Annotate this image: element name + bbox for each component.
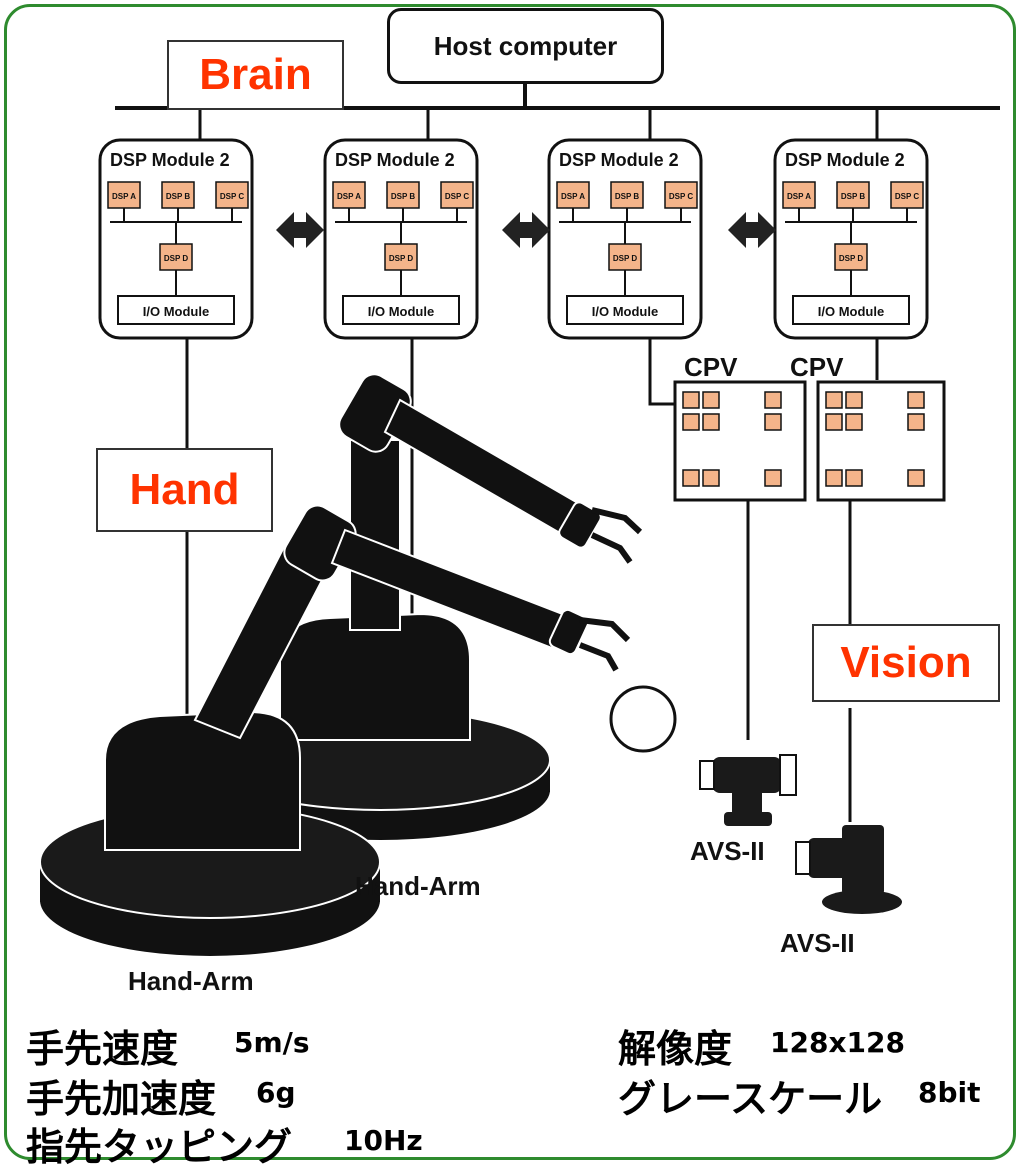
- spec-hand-accel: 手先加速度 6g: [26, 1068, 296, 1123]
- outer-frame: [4, 4, 1016, 1160]
- ball: [609, 685, 677, 753]
- dsp-chip-a: [107, 181, 141, 209]
- dsp-chip-label: DSP C: [895, 192, 920, 201]
- dsp-chip-c: [215, 181, 249, 209]
- io-module-box: [792, 295, 910, 325]
- vision-label: Vision: [812, 624, 1000, 702]
- spec-resolution-value: 128x128: [770, 1026, 905, 1059]
- wire-cpv-1: [648, 338, 675, 406]
- spec-resolution-label: 解像度: [618, 1027, 733, 1071]
- io-module-box: [342, 295, 460, 325]
- camera-1: [699, 754, 797, 826]
- dsp-chip-label: DSP A: [337, 192, 361, 201]
- link-arrow-3: [728, 212, 776, 248]
- brain-label: Brain: [167, 40, 344, 110]
- spec-grayscale-label: グレースケール: [618, 1077, 883, 1121]
- spec-grayscale: グレースケール 8bit: [618, 1068, 981, 1123]
- dsp-chip-label: DSP B: [615, 192, 640, 201]
- dsp-module-2: DSP Module 2 DSP A DSP B DSP C DSP D I/O Modu…: [323, 138, 479, 340]
- dsp-chip-b: [836, 181, 870, 209]
- cpv-box-1: [673, 380, 807, 502]
- io-module-box: [117, 295, 235, 325]
- hand-arm-front: [39, 504, 631, 956]
- spec-finger-tapping-label: 指先タッピング: [26, 1125, 293, 1169]
- dsp-chip-label: DSP C: [669, 192, 694, 201]
- arm-label-2: Hand-Arm: [128, 966, 254, 996]
- dsp-chip-b: [386, 181, 420, 209]
- cpv-label-2: CPV: [790, 352, 844, 382]
- dsp-module-1: DSP Module 2 DSP A DSP B DSP C DSP D I/O Modu…: [98, 138, 254, 340]
- spec-hand-speed-label: 手先速度: [26, 1027, 179, 1071]
- spec-finger-tapping: 指先タッピング 10Hz: [26, 1116, 423, 1171]
- io-module-label: I/O Module: [818, 304, 884, 319]
- dsp-chip-a: [782, 181, 816, 209]
- spec-hand-speed-value: 5m/s: [234, 1026, 310, 1059]
- host-computer-box: Host computer: [387, 8, 664, 84]
- dsp-module-title: DSP Module 2: [785, 150, 905, 170]
- io-module-label: I/O Module: [143, 304, 209, 319]
- cpv-box-2: [816, 380, 946, 502]
- spec-grayscale-value: 8bit: [918, 1076, 981, 1109]
- dsp-chip-label: DSP D: [613, 254, 638, 263]
- dsp-module-title: DSP Module 2: [335, 150, 455, 170]
- hand-label: Hand: [96, 448, 273, 532]
- arm-label-1: Hand-Arm: [355, 871, 481, 901]
- spec-hand-accel-label: 手先加速度: [26, 1077, 217, 1121]
- spec-hand-speed: 手先速度 5m/s: [26, 1018, 310, 1073]
- dsp-chip-label: DSP D: [839, 254, 864, 263]
- camera-2: [795, 825, 902, 914]
- spec-hand-accel-value: 6g: [256, 1076, 296, 1109]
- dsp-chip-label: DSP A: [112, 192, 136, 201]
- dsp-module-3: DSP Module 2 DSP A DSP B DSP C DSP D I/O Modu…: [547, 138, 703, 340]
- dsp-chip-a: [556, 181, 590, 209]
- io-module-label: I/O Module: [592, 304, 658, 319]
- dsp-module-title: DSP Module 2: [110, 150, 230, 170]
- dsp-chip-label: DSP C: [445, 192, 470, 201]
- camera-label-2: AVS-II: [780, 928, 855, 958]
- module-link-arrows: [276, 212, 776, 248]
- camera-label-1: AVS-II: [690, 836, 765, 866]
- spec-finger-tapping-value: 10Hz: [344, 1124, 423, 1157]
- dsp-chip-d: [608, 243, 642, 271]
- dsp-chip-label: DSP C: [220, 192, 245, 201]
- spec-resolution: 解像度 128x128: [618, 1018, 905, 1073]
- dsp-chip-label: DSP D: [389, 254, 414, 263]
- link-arrow-1: [276, 212, 324, 248]
- dsp-chip-b: [610, 181, 644, 209]
- dsp-chip-label: DSP D: [164, 254, 189, 263]
- link-arrow-2: [502, 212, 550, 248]
- io-module-label: I/O Module: [368, 304, 434, 319]
- dsp-chip-b: [161, 181, 195, 209]
- cpv-label-1: CPV: [684, 352, 738, 382]
- dsp-chip-c: [664, 181, 698, 209]
- dsp-chip-label: DSP B: [166, 192, 191, 201]
- dsp-chip-label: DSP B: [841, 192, 866, 201]
- dsp-chip-label: DSP B: [391, 192, 416, 201]
- dsp-module-4: DSP Module 2 DSP A DSP B DSP C DSP D I/O Modu…: [773, 138, 929, 340]
- dsp-chip-c: [890, 181, 924, 209]
- dsp-chip-d: [834, 243, 868, 271]
- dsp-chip-label: DSP A: [787, 192, 811, 201]
- dsp-module-title: DSP Module 2: [559, 150, 679, 170]
- dsp-chip-c: [440, 181, 474, 209]
- dsp-chip-label: DSP A: [561, 192, 585, 201]
- dsp-chip-a: [332, 181, 366, 209]
- io-module-box: [566, 295, 684, 325]
